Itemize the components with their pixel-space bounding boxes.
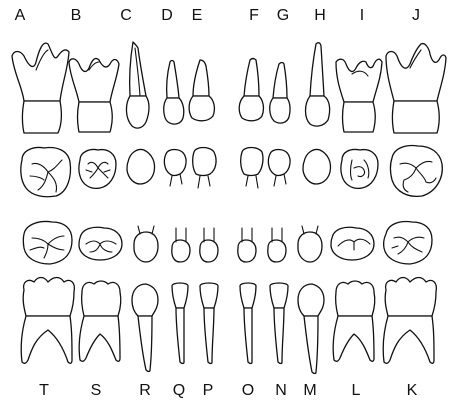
label-h: H <box>314 7 326 24</box>
tooth-n-side <box>270 283 288 364</box>
label-k: K <box>407 382 418 399</box>
tooth-l-side <box>333 281 375 361</box>
label-s: S <box>91 382 102 399</box>
tooth-l-occlusal <box>331 227 374 260</box>
tooth-h-occlusal <box>303 150 331 185</box>
tooth-f-occlusal <box>241 148 263 189</box>
lower-occlusal-view-row <box>23 222 432 265</box>
tooth-m-side <box>298 284 324 374</box>
tooth-h-side <box>306 43 330 126</box>
tooth-j-side <box>386 44 446 133</box>
tooth-g-side <box>270 63 290 124</box>
label-m: M <box>303 382 316 399</box>
tooth-o-occlusal <box>238 228 256 262</box>
label-i: I <box>360 7 364 24</box>
upper-labels: A B C D E F G H I J <box>15 7 420 24</box>
tooth-i-side <box>336 59 382 132</box>
tooth-e-side <box>189 60 214 121</box>
label-c: C <box>120 7 132 24</box>
upper-side-view-row <box>12 42 446 133</box>
tooth-j-occlusal <box>391 146 443 197</box>
tooth-p-side <box>200 283 218 364</box>
label-n: N <box>275 382 287 399</box>
tooth-f-side <box>239 59 263 121</box>
tooth-b-side <box>69 58 119 132</box>
tooth-q-occlusal <box>172 228 190 262</box>
label-j: J <box>412 7 420 24</box>
label-e: E <box>192 7 203 24</box>
tooth-s-occlusal <box>79 227 122 260</box>
tooth-b-occlusal <box>79 149 116 188</box>
tooth-t-side <box>21 278 74 364</box>
label-t: T <box>39 382 49 399</box>
label-r: R <box>139 382 151 399</box>
tooth-s-side <box>79 281 121 361</box>
tooth-p-occlusal <box>200 228 218 262</box>
tooth-o-side <box>240 283 256 364</box>
label-g: G <box>277 7 289 24</box>
tooth-m-occlusal <box>298 226 322 262</box>
label-q: Q <box>173 382 185 399</box>
tooth-d-side <box>164 61 184 125</box>
label-b: B <box>71 7 82 24</box>
tooth-a-occlusal <box>21 148 71 197</box>
tooth-r-occlusal <box>134 226 158 262</box>
lower-side-view-row <box>21 278 436 374</box>
label-a: A <box>15 7 26 24</box>
tooth-k-occlusal <box>384 222 432 265</box>
lower-labels: T S R Q P O N M L K <box>39 382 418 399</box>
label-f: F <box>249 7 259 24</box>
tooth-e-occlusal <box>193 148 216 189</box>
tooth-i-occlusal <box>341 149 378 188</box>
tooth-g-occlusal <box>268 150 290 187</box>
tooth-c-side <box>126 42 149 128</box>
tooth-n-occlusal <box>268 228 286 262</box>
tooth-a-side <box>12 43 69 133</box>
tooth-k-side <box>383 278 436 364</box>
label-d: D <box>161 7 173 24</box>
label-l: L <box>352 382 361 399</box>
upper-occlusal-view-row <box>21 146 443 197</box>
label-o: O <box>242 382 254 399</box>
tooth-c-occlusal <box>127 150 155 185</box>
tooth-d-occlusal <box>164 150 186 187</box>
label-p: P <box>203 382 214 399</box>
tooth-r-side <box>132 284 158 372</box>
tooth-t-occlusal <box>23 222 72 265</box>
tooth-q-side <box>172 283 188 364</box>
